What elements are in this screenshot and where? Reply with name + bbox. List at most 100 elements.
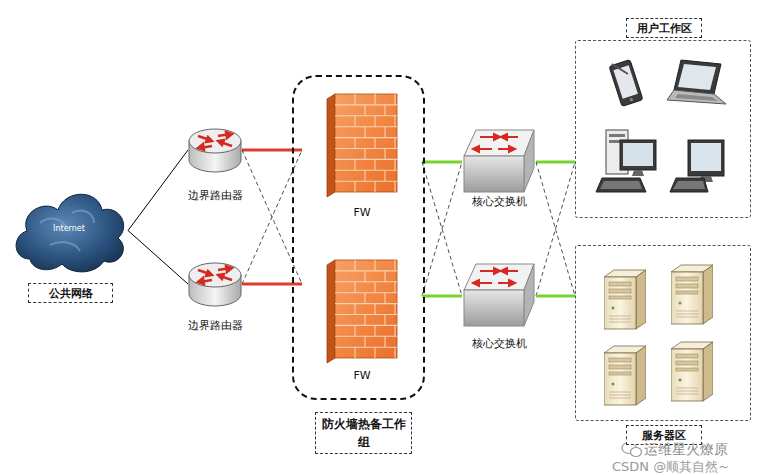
backup-link — [536, 162, 575, 296]
router-node: 边界路由器 — [188, 260, 242, 308]
router-icon-part-part — [206, 271, 212, 276]
workstation-icon-part — [688, 140, 724, 176]
tablet-icon-part — [629, 98, 633, 102]
zone-heading: 用户工作区 — [626, 18, 702, 38]
switch-node: 核心交换机 — [462, 128, 536, 196]
laptop-icon-part — [678, 64, 716, 90]
network-link — [422, 295, 462, 298]
switch-icon-part-part — [509, 146, 515, 152]
node-label: FW — [302, 368, 422, 383]
firewall-icon-part — [327, 260, 335, 363]
switch-icon-part — [524, 264, 534, 326]
switch-icon-part-part — [501, 134, 507, 140]
cloud-node: Internet公共网络 — [10, 183, 128, 278]
switch-icon-part — [473, 268, 518, 286]
router-icon-part-part — [206, 137, 212, 142]
node-label: 核心交换机 — [449, 194, 549, 209]
zone-heading: 公共网络 — [28, 283, 113, 303]
desktop-pc-icon-part — [596, 178, 646, 192]
server-icons-part — [671, 342, 713, 401]
desktop-pc-icon-part — [620, 140, 656, 170]
router-icon — [188, 126, 242, 174]
router-icon-part — [198, 266, 232, 284]
cloud-icon-part — [16, 194, 124, 272]
area-node: 用户工作区 — [575, 40, 751, 218]
switch-icon — [462, 128, 536, 196]
zone-heading: 防火墙热备工作组 — [315, 412, 412, 454]
switch-node: 核心交换机 — [462, 262, 536, 330]
switch-icon-part-part — [509, 280, 515, 286]
firewall-icon-part — [335, 94, 397, 192]
workstation-icon-part — [691, 143, 721, 171]
switch-icon-part — [464, 264, 534, 290]
router-icon-part-part — [226, 132, 232, 138]
fw-node: FW — [302, 92, 422, 200]
workstation-icon-part — [673, 181, 705, 189]
switch-icon-part — [464, 130, 534, 156]
desktop-pc-icon-part — [623, 143, 653, 166]
desktop-pc-icon — [596, 130, 656, 192]
switch-icon-part — [473, 134, 518, 152]
backup-link — [422, 162, 462, 296]
laptop-icon — [667, 60, 726, 104]
firewall-icon-part — [335, 94, 397, 192]
firewall-icon — [302, 92, 422, 200]
tablet-icon — [609, 60, 643, 107]
router-icon-part-part — [218, 140, 224, 145]
tablet-icon-part — [613, 65, 637, 98]
network-link — [422, 161, 462, 164]
node-label: FW — [302, 205, 422, 220]
desktop-pc-icon-part — [632, 170, 644, 176]
firewall-icon-part — [335, 260, 397, 358]
router-icon-part-part — [218, 274, 224, 279]
backup-link — [422, 162, 462, 296]
firewall-icon — [302, 258, 422, 366]
network-link — [128, 150, 188, 231]
node-label: 边界路由器 — [165, 188, 265, 203]
network-link — [536, 161, 575, 164]
laptop-icon-part — [667, 90, 726, 104]
router-node: 边界路由器 — [188, 126, 242, 174]
tablet-icon-part — [609, 60, 643, 107]
watermark-icon-part — [631, 448, 642, 457]
watermark-text: 运维星火燎原 — [644, 441, 728, 459]
server-icons-part — [604, 270, 646, 329]
router-icon-part — [189, 129, 241, 153]
backup-link — [536, 162, 575, 296]
switch-icon-part-part — [473, 146, 479, 152]
router-icon-part — [189, 263, 241, 287]
switch-icon — [462, 262, 536, 330]
node-label: 边界路由器 — [165, 318, 265, 333]
router-icon-part-part — [198, 278, 204, 284]
workstation-icon-part — [670, 178, 708, 192]
switch-icon-part-part — [473, 280, 479, 286]
firewall-icon-part — [335, 260, 397, 358]
router-icon-part-part — [226, 266, 232, 272]
group-node: 防火墙热备工作组FWFW — [292, 75, 425, 400]
node-label: 核心交换机 — [449, 336, 549, 351]
router-icon-part — [198, 132, 232, 150]
desktop-pc-icon-part — [609, 134, 625, 137]
router-icon — [188, 260, 242, 308]
desktop-pc-icon-part — [600, 181, 642, 189]
switch-icon-part — [524, 130, 534, 192]
server-icons — [604, 265, 713, 405]
server-icons-part — [604, 346, 646, 405]
network-link — [128, 231, 188, 285]
area-node: 服务器区 — [575, 245, 751, 421]
laptop-icon-part — [675, 94, 718, 101]
switch-icon-part — [464, 156, 524, 192]
stylus — [612, 64, 628, 74]
watermark-text: CSDN @顺其自然~ — [612, 458, 729, 475]
router-icon-part-part — [198, 144, 204, 150]
fw-node: FW — [302, 258, 422, 366]
node-label: Internet — [10, 223, 128, 234]
network-link — [536, 295, 575, 298]
server-icons-part — [671, 265, 713, 324]
firewall-icon-part — [327, 94, 335, 197]
switch-icon-part — [464, 290, 524, 326]
switch-icon-part-part — [501, 268, 507, 274]
laptop-icon-part — [674, 60, 721, 94]
workstation-icon — [670, 140, 724, 192]
